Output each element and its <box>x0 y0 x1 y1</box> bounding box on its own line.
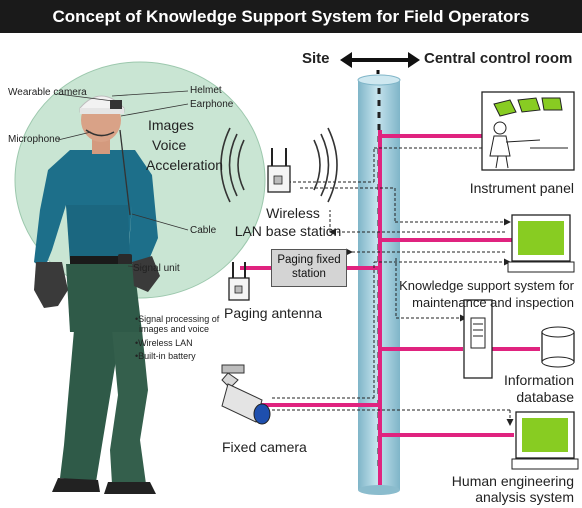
paging-antenna-icon <box>228 262 250 301</box>
feature-line: •Signal processing of <box>135 314 220 324</box>
title-bar: Concept of Knowledge Support System for … <box>0 0 582 33</box>
feature-line: •Built-in battery <box>135 351 196 362</box>
microphone-label: Microphone <box>8 134 61 145</box>
central-control-room-label: Central control room <box>424 50 573 67</box>
paging-antenna-label: Paging antenna <box>224 305 323 321</box>
paging-station-line1: Paging fixed <box>277 254 341 267</box>
signal-unit-label: Signal unit <box>133 263 180 274</box>
knowledge-support-label-line1: Knowledge support system for <box>399 278 574 293</box>
diagram-title: Concept of Knowledge Support System for … <box>52 6 530 26</box>
knowledge-support-label-line2: maintenance and inspection <box>412 295 574 310</box>
operator-leader-lines <box>57 90 189 269</box>
site-central-arrow <box>340 52 420 82</box>
paging-station-line2: station <box>292 268 326 280</box>
wireless-label-line2: LAN base station <box>234 223 342 239</box>
information-database-line2: database <box>516 389 574 405</box>
knowledge-support-monitor-icon <box>507 214 575 273</box>
wireless-base-station-icon <box>220 127 338 203</box>
human-engineering-monitor-icon <box>511 411 579 470</box>
wireless-label-line1: Wireless <box>266 205 320 221</box>
fixed-camera-icon <box>221 364 271 425</box>
cable-label: Cable <box>190 225 217 236</box>
instrument-panel-label: Instrument panel <box>469 180 574 196</box>
server-icon <box>463 299 493 379</box>
site-label: Site <box>302 50 330 67</box>
feature-line: •Wireless LAN <box>135 337 193 348</box>
database-icon <box>541 326 575 368</box>
fixed-camera-label: Fixed camera <box>222 439 307 455</box>
human-engineering-line1: Human engineering <box>451 473 574 489</box>
helmet-label: Helmet <box>190 85 222 96</box>
instrument-panel-icon <box>481 91 575 171</box>
paging-fixed-station-box: Paging fixed station <box>271 249 347 287</box>
wearable-camera-label: Wearable camera <box>8 87 87 98</box>
human-engineering-line2: analysis system <box>475 489 574 505</box>
bubble-acceleration: Acceleration <box>146 157 224 173</box>
operator-figure <box>34 95 160 494</box>
feature-line: images and voice <box>139 324 210 335</box>
signal-unit-features: •Signal processing of images and voice •… <box>135 314 219 364</box>
information-database-line1: Information <box>503 372 574 388</box>
bubble-voice: Voice <box>152 137 187 153</box>
earphone-label: Earphone <box>190 99 234 110</box>
bubble-images: Images <box>148 117 194 133</box>
